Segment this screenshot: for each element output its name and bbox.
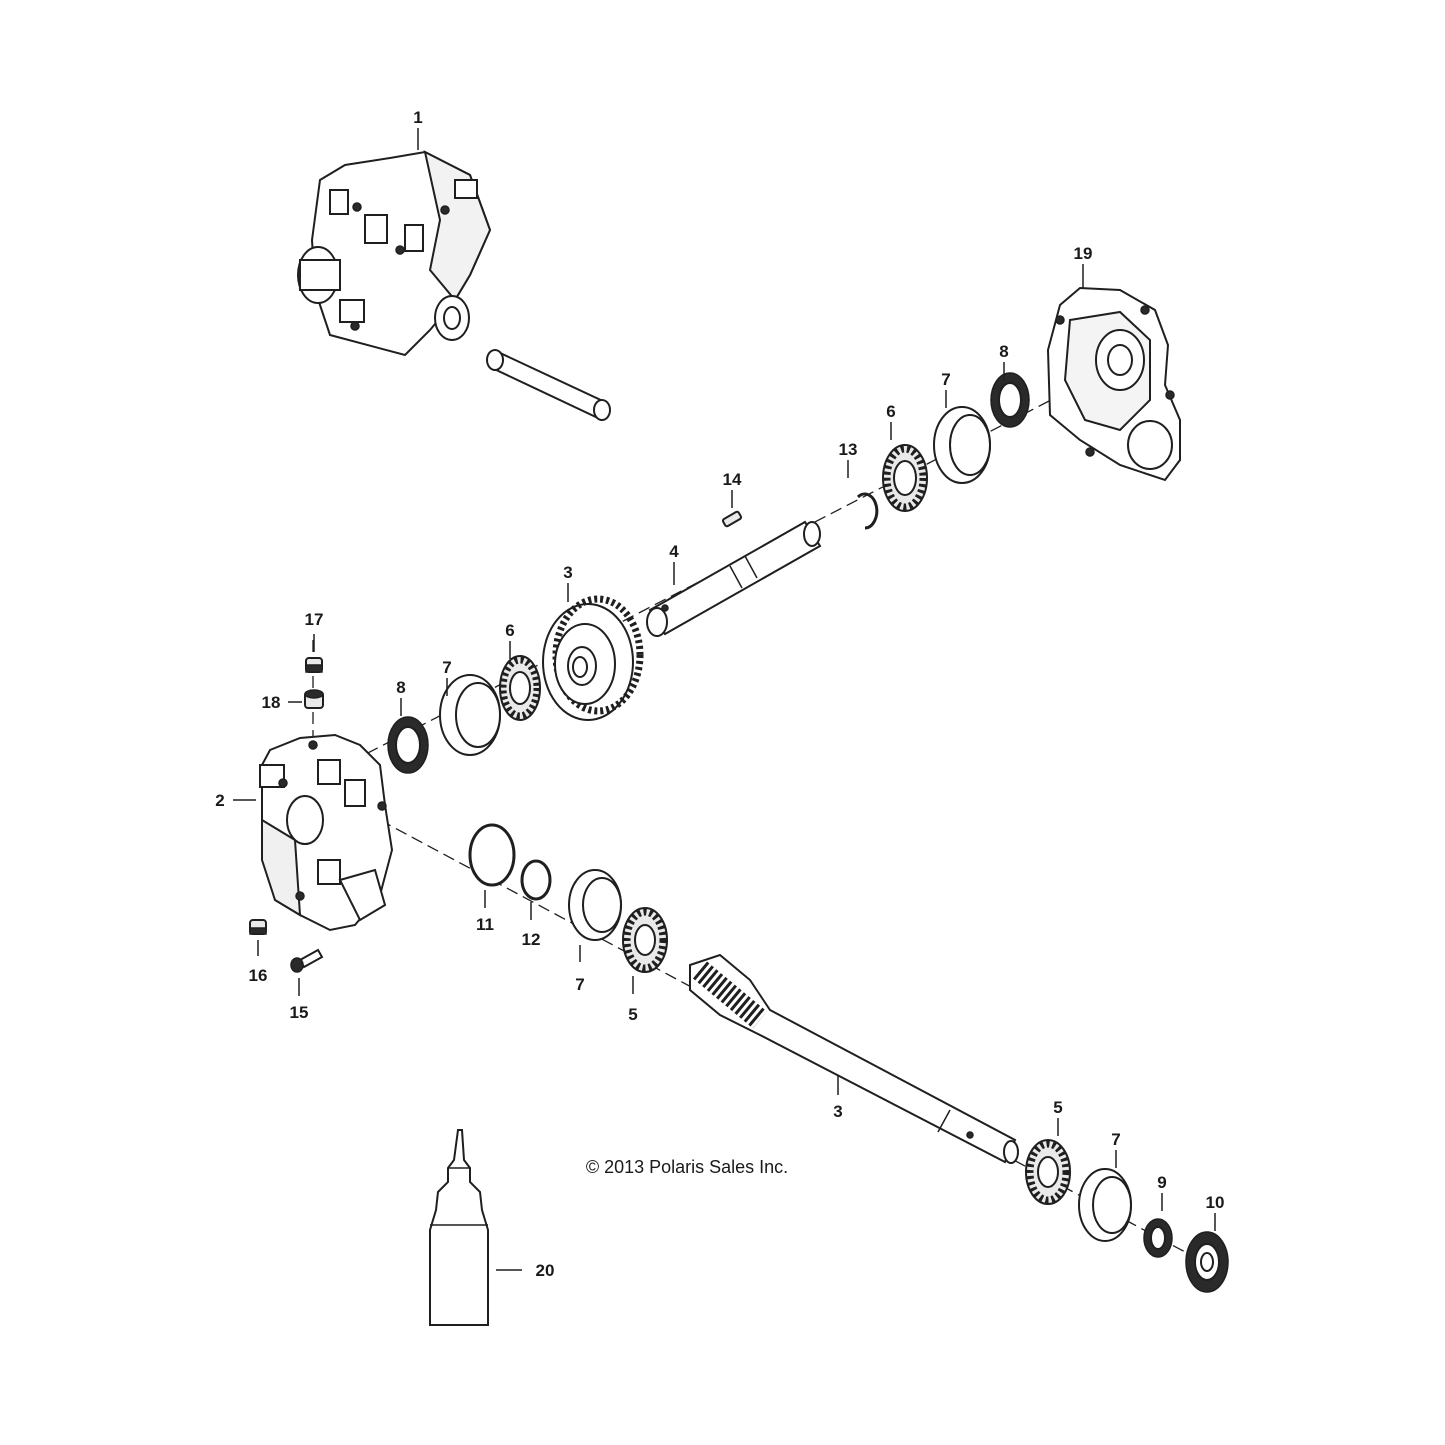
oil-seal-right[interactable]	[990, 372, 1030, 428]
driven-gear[interactable]	[542, 595, 644, 721]
callout-3-shaft: 3	[833, 1102, 842, 1121]
oil-seal-left[interactable]	[387, 716, 429, 774]
callout-13: 13	[839, 440, 858, 459]
callout-8-left: 8	[396, 678, 405, 697]
tapered-bearing-front[interactable]	[622, 907, 668, 973]
tapered-bearing-upper[interactable]	[882, 444, 928, 512]
vent-fitting[interactable]	[304, 689, 324, 709]
callout-8-right: 8	[999, 342, 1008, 361]
callout-12: 12	[522, 930, 541, 949]
snap-ring-upper[interactable]	[856, 492, 879, 530]
callout-9: 9	[1157, 1173, 1166, 1192]
callout-5-front: 5	[628, 1005, 637, 1024]
input-shaft[interactable]	[689, 953, 1019, 1164]
woodruff-key[interactable]	[721, 510, 743, 528]
retaining-ring-small[interactable]	[520, 859, 552, 901]
callout-11: 11	[476, 915, 494, 934]
case-bolt[interactable]	[290, 948, 324, 973]
output-shaft[interactable]	[646, 520, 822, 637]
lubricant-bottle[interactable]	[429, 1129, 489, 1326]
callout-7-upper: 7	[941, 370, 950, 389]
tapered-bearing-lower[interactable]	[499, 655, 541, 721]
retaining-ring-large[interactable]	[468, 823, 516, 887]
callout-4: 4	[669, 542, 679, 561]
callout-15: 15	[290, 1003, 309, 1022]
callout-16: 16	[249, 966, 268, 985]
callout-7-lower-front: 7	[575, 975, 584, 994]
bearing-race-lower-front[interactable]	[568, 869, 622, 941]
callout-18: 18	[262, 693, 281, 712]
case-half-left[interactable]	[259, 733, 394, 932]
bearing-race-upper[interactable]	[933, 406, 991, 484]
spacer-washer[interactable]	[1143, 1218, 1173, 1258]
tapered-bearing-rear[interactable]	[1025, 1139, 1071, 1205]
callout-6-lower: 6	[505, 621, 514, 640]
callout-7-lower-rear: 7	[1111, 1130, 1120, 1149]
callout-3-gear: 3	[563, 563, 572, 582]
callout-2: 2	[215, 791, 224, 810]
copyright-notice: © 2013 Polaris Sales Inc.	[586, 1157, 788, 1177]
callout-1: 1	[413, 108, 422, 127]
bearing-race-left[interactable]	[439, 674, 501, 756]
vent-cap[interactable]	[305, 657, 323, 673]
bearing-race-lower-rear[interactable]	[1078, 1168, 1132, 1242]
callout-6-upper: 6	[886, 402, 895, 421]
drain-plug[interactable]	[249, 919, 267, 935]
assembly-axes	[312, 354, 1201, 1261]
callout-20: 20	[536, 1261, 555, 1280]
callout-5-rear: 5	[1053, 1098, 1062, 1117]
callout-14: 14	[723, 470, 742, 489]
callout-10: 10	[1206, 1193, 1225, 1212]
case-half-right[interactable]	[1046, 286, 1181, 482]
callout-19: 19	[1074, 244, 1093, 263]
callout-17: 17	[305, 610, 324, 629]
callout-7-left: 7	[442, 658, 451, 677]
output-seal[interactable]	[1185, 1231, 1229, 1293]
gearcase-assembly[interactable]	[297, 150, 611, 421]
